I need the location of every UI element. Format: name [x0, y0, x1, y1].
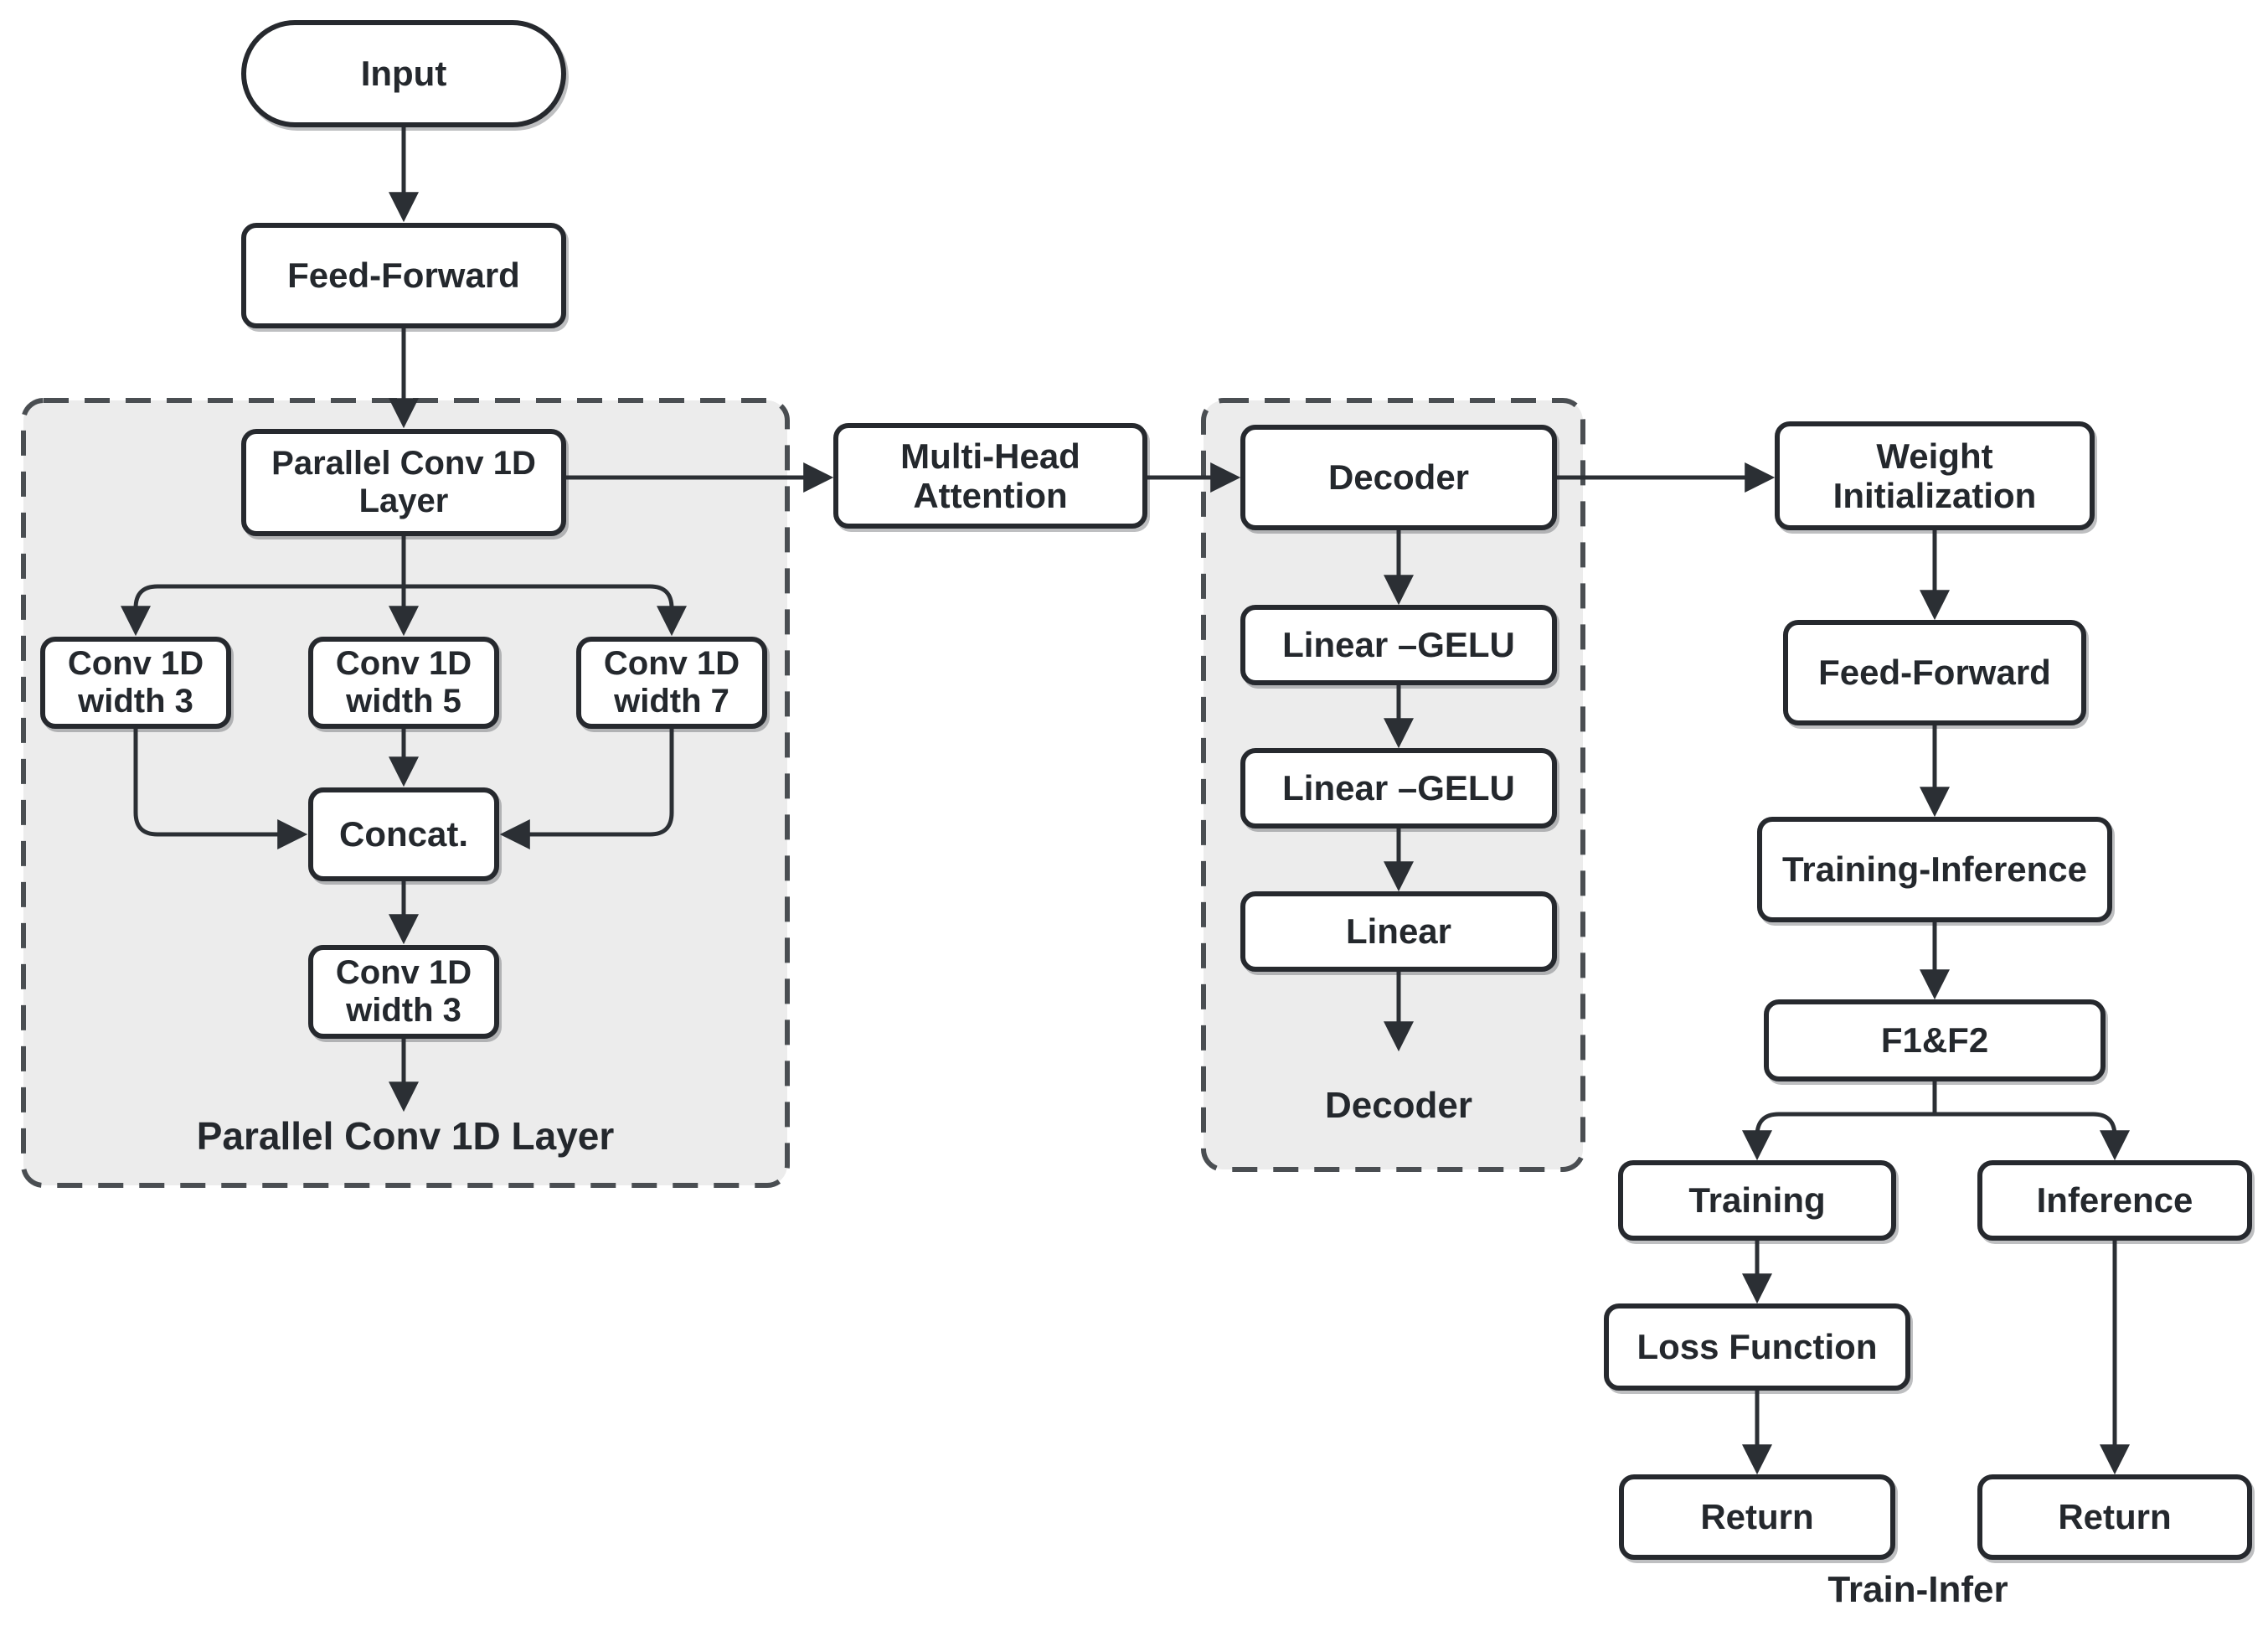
node-weight-initialization: Weight Initialization [1775, 421, 2095, 530]
node-inference: Inference [1977, 1160, 2252, 1241]
node-conv-width-7: Conv 1D width 7 [576, 637, 767, 729]
group-label-parallel-conv: Parallel Conv 1D Layer [196, 1114, 615, 1158]
node-linear-gelu-2: Linear –GELU [1240, 748, 1557, 828]
node-feed-forward-top: Feed-Forward [241, 223, 566, 328]
arrow [499, 729, 674, 849]
node-linear-gelu-1: Linear –GELU [1240, 605, 1557, 685]
node-conv-width-5: Conv 1D width 5 [308, 637, 499, 729]
node-conv-width-3-out: Conv 1D width 3 [308, 945, 499, 1039]
node-input: Input [241, 20, 566, 127]
node-parallel-conv-head: Parallel Conv 1D Layer [241, 429, 566, 536]
node-linear: Linear [1240, 891, 1557, 972]
node-multi-head-attention: Multi-Head Attention [833, 423, 1147, 529]
node-conv-width-3: Conv 1D width 3 [40, 637, 231, 729]
node-decoder: Decoder [1240, 425, 1557, 530]
arrow [133, 729, 308, 849]
arrows [121, 127, 2130, 1475]
arrow [404, 584, 687, 637]
node-training: Training [1618, 1160, 1896, 1241]
node-loss-function: Loss Function [1604, 1303, 1910, 1391]
node-concat: Concat. [308, 787, 499, 881]
node-feed-forward-right: Feed-Forward [1783, 620, 2086, 725]
node-return-inference: Return [1977, 1474, 2252, 1560]
arrow [121, 584, 404, 637]
arrow [1935, 1112, 2130, 1161]
group-label-decoder: Decoder [1324, 1085, 1473, 1126]
node-training-inference: Training-Inference [1757, 817, 2112, 922]
node-f1-f2: F1&F2 [1764, 999, 2106, 1081]
group-label-train-infer: Train-Infer [1827, 1569, 2008, 1610]
arrow [1742, 1112, 1935, 1161]
node-return-training: Return [1619, 1474, 1895, 1560]
